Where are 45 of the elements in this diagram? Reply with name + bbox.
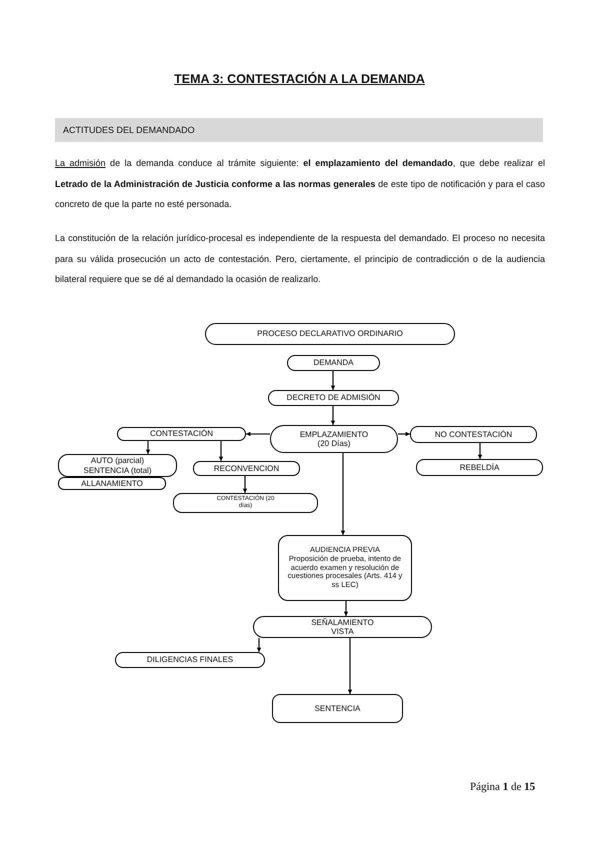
node-text: DEMANDA <box>313 358 354 368</box>
arrow <box>146 441 150 454</box>
node-text: SENTENCIA <box>314 704 360 714</box>
node-text: SEÑALAMIENTO VISTA <box>310 618 375 636</box>
node-text: DECRETO DE ADMISIÓN <box>286 393 380 403</box>
node-text: REBELDÍA <box>460 462 500 472</box>
paragraph: La constitución de la relación jurídico-procesal es independiente de la respuesta del demandado. El proceso no necesita para su válida prosecución un acto de contestación. Pero, ciertamente, el principio de contradicción o de la audiencia bilateral requiere que se dé al demandado la ocasión de realizarlo. <box>55 232 545 286</box>
arrow <box>344 601 348 616</box>
process-box <box>268 390 399 406</box>
arrow <box>348 638 352 694</box>
arrow <box>330 406 336 425</box>
process-box <box>58 477 166 490</box>
arrow <box>256 638 262 652</box>
paragraph: La admisión de la demanda conduce al trámite siguiente: el emplazamiento del demandado, que debe realizar el Letrado de la Administración de Justicia conforme a las normas generales de este tipo de notificación y para el caso concreto de que la parte no esté personada. <box>55 157 545 211</box>
arrow <box>398 432 410 436</box>
process-box <box>278 535 412 601</box>
arrow <box>478 443 482 459</box>
arrow <box>242 476 248 493</box>
process-box <box>173 493 318 513</box>
node-text: NO CONTESTACIÓN <box>434 430 512 440</box>
page-number: Página 1 de 15 <box>470 781 536 793</box>
section-heading: ACTITUDES DEL DEMANDADO <box>63 125 195 135</box>
node-text: EMPLAZAMIENTO (20 Días) <box>298 430 370 448</box>
process-box <box>287 355 380 371</box>
node-text: DILIGENCIAS FINALES <box>146 655 234 665</box>
process-box <box>115 652 265 668</box>
arrow <box>340 453 346 535</box>
node-text: PROCESO DECLARATIVO ORDINARIO <box>257 329 403 339</box>
process-box <box>58 454 177 477</box>
node-text: AUTO (parcial) SENTENCIA (total) <box>82 456 152 475</box>
page-title: TEMA 3: CONTESTACIÓN A LA DEMANDA <box>174 72 425 86</box>
process-box <box>272 694 403 723</box>
process-box <box>117 427 246 441</box>
process-box <box>410 426 537 443</box>
node-text: CONTESTACIÓN <box>150 429 213 439</box>
node-text: ALLANAMIENTO <box>81 478 143 488</box>
arrow <box>246 432 270 436</box>
process-box <box>416 459 543 476</box>
process-box <box>193 461 300 476</box>
process-box <box>270 425 398 453</box>
arrow <box>218 441 224 461</box>
process-box <box>205 323 455 345</box>
process-box <box>253 616 432 638</box>
arrow <box>330 371 336 390</box>
node-text: RECONVENCION <box>214 464 280 474</box>
